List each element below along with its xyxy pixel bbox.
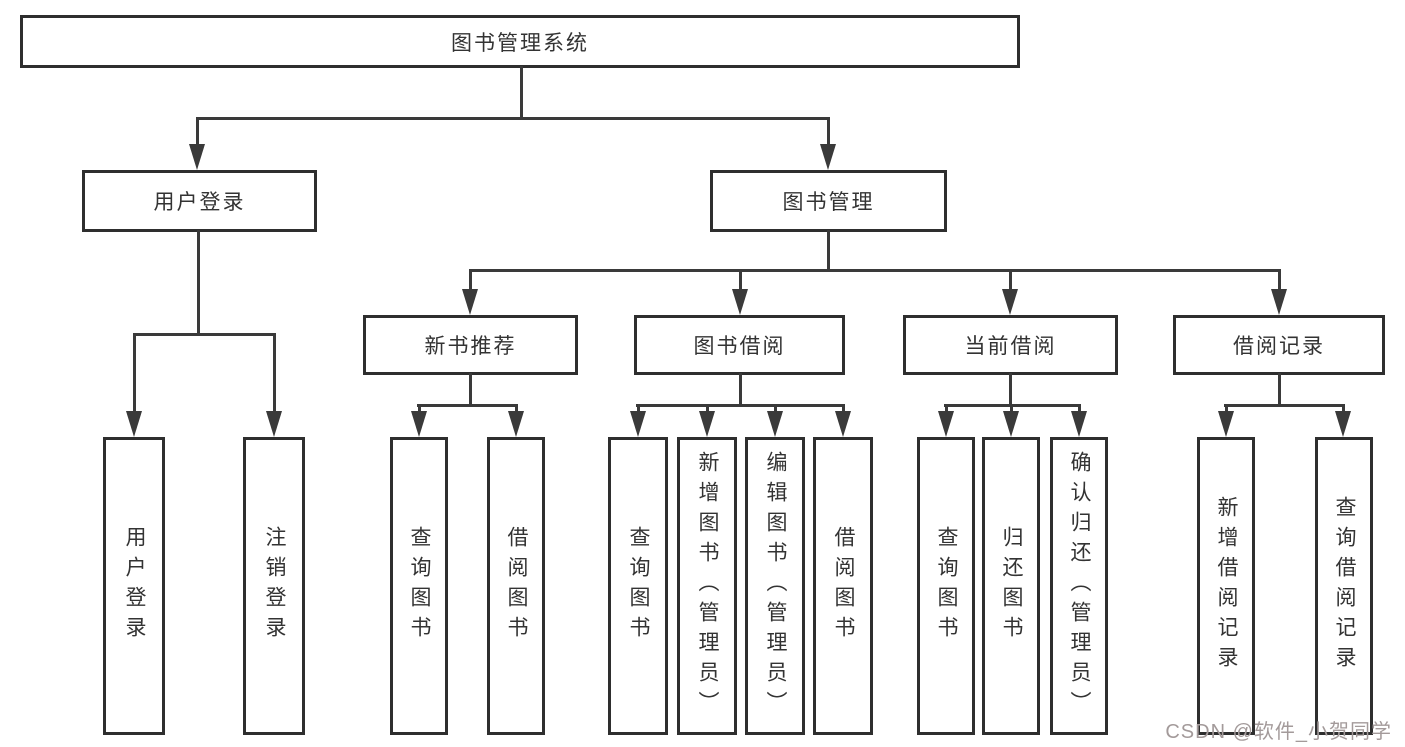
connector-hline bbox=[1224, 404, 1345, 407]
node-confirm-return-admin-label: 确认归还（管理员） bbox=[1068, 451, 1091, 721]
node-query-borrow-record-label: 查询借阅记录 bbox=[1333, 496, 1356, 676]
node-current-borrowing-label: 当前借阅 bbox=[964, 335, 1057, 358]
node-edit-book-admin: 编辑图书（管理员） bbox=[745, 437, 805, 735]
connector-vline bbox=[1278, 269, 1281, 291]
arrow-down-icon bbox=[1335, 411, 1351, 437]
connector-vline bbox=[1225, 404, 1228, 413]
connector-vline bbox=[739, 373, 742, 407]
connector-vline bbox=[1009, 373, 1012, 407]
node-root: 图书管理系统 bbox=[20, 15, 1020, 68]
connector-vline bbox=[1009, 269, 1012, 291]
connector-vline bbox=[196, 117, 199, 147]
connector-hline bbox=[417, 404, 518, 407]
node-borrow-books-borrowing: 借阅图书 bbox=[813, 437, 873, 735]
node-add-borrow-record: 新增借阅记录 bbox=[1197, 437, 1255, 735]
node-user-login-leaf: 用户登录 bbox=[103, 437, 165, 735]
node-borrow-books-recommend: 借阅图书 bbox=[487, 437, 545, 735]
connector-vline bbox=[1278, 373, 1281, 407]
node-add-book-admin: 新增图书（管理员） bbox=[677, 437, 737, 735]
node-book-management-label: 图书管理 bbox=[782, 191, 875, 214]
arrow-down-icon bbox=[1003, 411, 1019, 437]
node-confirm-return-admin: 确认归还（管理员） bbox=[1050, 437, 1108, 735]
node-query-books-current: 查询图书 bbox=[917, 437, 975, 735]
node-return-book: 归还图书 bbox=[982, 437, 1040, 735]
node-query-books-borrowing-label: 查询图书 bbox=[627, 526, 650, 646]
connector-vline bbox=[418, 404, 421, 413]
connector-hline bbox=[133, 333, 276, 336]
connector-hline bbox=[636, 404, 845, 407]
connector-vline bbox=[469, 269, 472, 291]
connector-vline bbox=[133, 333, 136, 413]
node-borrowing-records-label: 借阅记录 bbox=[1233, 335, 1325, 358]
arrow-down-icon bbox=[462, 289, 478, 315]
connector-vline bbox=[1342, 404, 1345, 413]
arrow-down-icon bbox=[411, 411, 427, 437]
connector-vline bbox=[637, 404, 640, 413]
connector-vline bbox=[515, 404, 518, 413]
node-logout: 注销登录 bbox=[243, 437, 305, 735]
node-user-login-leaf-label: 用户登录 bbox=[123, 526, 146, 646]
node-book-borrowing-label: 图书借阅 bbox=[693, 335, 786, 358]
arrow-down-icon bbox=[938, 411, 954, 437]
arrow-down-icon bbox=[699, 411, 715, 437]
node-add-borrow-record-label: 新增借阅记录 bbox=[1215, 496, 1238, 676]
node-user-login-label: 用户登录 bbox=[153, 191, 246, 214]
node-borrowing-records: 借阅记录 bbox=[1173, 315, 1385, 375]
arrow-down-icon bbox=[732, 289, 748, 315]
connector-hline bbox=[196, 117, 830, 120]
node-book-borrowing: 图书借阅 bbox=[634, 315, 845, 375]
arrow-down-icon bbox=[835, 411, 851, 437]
connector-vline bbox=[520, 66, 523, 118]
node-current-borrowing: 当前借阅 bbox=[903, 315, 1118, 375]
node-query-books-borrowing: 查询图书 bbox=[608, 437, 668, 735]
node-new-book-recommend: 新书推荐 bbox=[363, 315, 578, 375]
arrow-down-icon bbox=[126, 411, 142, 437]
node-query-borrow-record: 查询借阅记录 bbox=[1315, 437, 1373, 735]
arrow-down-icon bbox=[1071, 411, 1087, 437]
connector-vline bbox=[197, 230, 200, 336]
connector-vline bbox=[945, 404, 948, 413]
arrow-down-icon bbox=[266, 411, 282, 437]
node-return-book-label: 归还图书 bbox=[1000, 526, 1023, 646]
arrow-down-icon bbox=[1002, 289, 1018, 315]
connector-vline bbox=[1010, 404, 1013, 413]
node-book-management: 图书管理 bbox=[710, 170, 947, 232]
node-add-book-admin-label: 新增图书（管理员） bbox=[696, 451, 719, 721]
connector-vline bbox=[827, 117, 830, 147]
arrow-down-icon bbox=[1218, 411, 1234, 437]
connector-vline bbox=[469, 373, 472, 407]
node-logout-label: 注销登录 bbox=[263, 526, 286, 646]
node-query-books-recommend-label: 查询图书 bbox=[408, 526, 431, 646]
node-user-login: 用户登录 bbox=[82, 170, 317, 232]
connector-vline bbox=[1078, 404, 1081, 413]
connector-vline bbox=[739, 269, 742, 291]
connector-vline bbox=[774, 404, 777, 413]
node-new-book-recommend-label: 新书推荐 bbox=[424, 335, 517, 358]
node-query-books-recommend: 查询图书 bbox=[390, 437, 448, 735]
node-query-books-current-label: 查询图书 bbox=[935, 526, 958, 646]
arrow-down-icon bbox=[630, 411, 646, 437]
node-edit-book-admin-label: 编辑图书（管理员） bbox=[764, 451, 787, 721]
connector-hline bbox=[469, 269, 1281, 272]
connector-vline bbox=[706, 404, 709, 413]
arrow-down-icon bbox=[189, 144, 205, 170]
arrow-down-icon bbox=[820, 144, 836, 170]
arrow-down-icon bbox=[767, 411, 783, 437]
node-borrow-books-borrowing-label: 借阅图书 bbox=[832, 526, 855, 646]
node-root-label: 图书管理系统 bbox=[451, 31, 589, 55]
connector-vline bbox=[273, 333, 276, 413]
connector-vline bbox=[842, 404, 845, 413]
csdn-watermark: CSDN @软件_小贺同学 bbox=[1165, 721, 1392, 743]
connector-vline bbox=[827, 230, 830, 272]
node-borrow-books-recommend-label: 借阅图书 bbox=[505, 526, 528, 646]
arrow-down-icon bbox=[1271, 289, 1287, 315]
arrow-down-icon bbox=[508, 411, 524, 437]
